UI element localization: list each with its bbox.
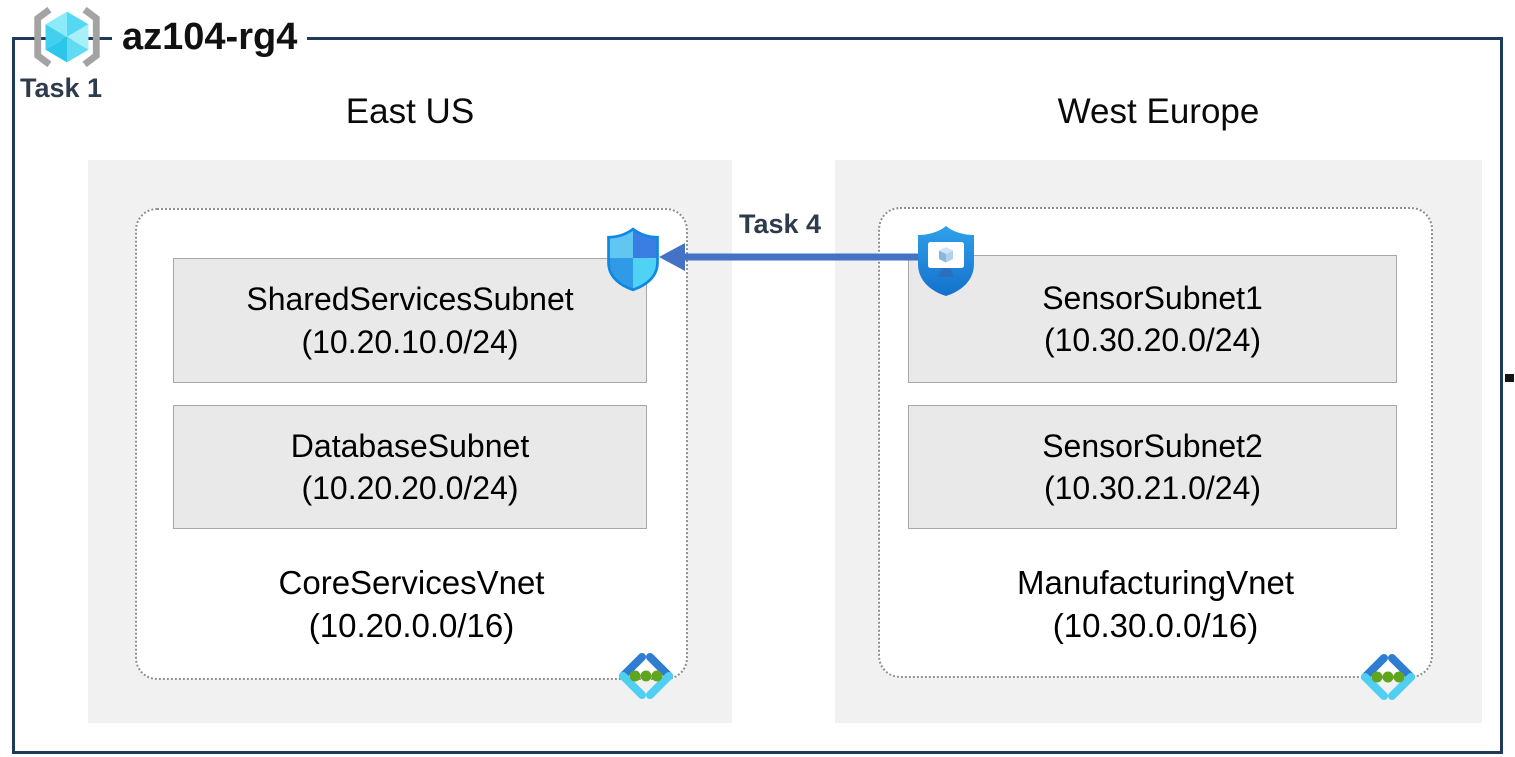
- network-security-shield-icon: [607, 227, 659, 292]
- virtual-network-icon: [619, 653, 673, 699]
- core-services-vnet-label: CoreServicesVnet (10.20.0.0/16): [135, 562, 688, 648]
- virtual-network-icon: [1361, 654, 1415, 700]
- subnet-cidr: (10.20.10.0/24): [301, 323, 519, 360]
- vnet-cidr: (10.30.0.0/16): [1052, 606, 1259, 644]
- subnet-name: SharedServicesSubnet: [246, 281, 574, 318]
- resource-group-boundary: [12, 37, 1503, 754]
- manufacturing-vnet-label: ManufacturingVnet (10.30.0.0/16): [878, 562, 1433, 648]
- subnet-cidr: (10.20.20.0/24): [301, 470, 519, 506]
- shared-services-subnet: SharedServicesSubnet (10.20.10.0/24): [173, 258, 647, 383]
- region-label-east-us: East US: [345, 92, 475, 131]
- vnet-name: CoreServicesVnet: [278, 564, 545, 601]
- database-subnet: DatabaseSubnet (10.20.20.0/24): [173, 405, 647, 529]
- task-1-label: Task 1: [20, 73, 103, 103]
- sensor-subnet-1: SensorSubnet1 (10.30.20.0/24): [908, 255, 1397, 383]
- bastion-shield-icon: [918, 226, 974, 296]
- subnet-cidr: (10.30.21.0/24): [1043, 470, 1262, 506]
- subnet-cidr: (10.30.20.0/24): [1043, 322, 1262, 358]
- subnet-name: SensorSubnet2: [1042, 427, 1263, 464]
- subnet-name: DatabaseSubnet: [290, 427, 530, 464]
- sensor-subnet-2: SensorSubnet2 (10.30.21.0/24): [908, 405, 1397, 529]
- resource-group-icon: [34, 6, 100, 68]
- edge-tick-mark: [1505, 374, 1514, 382]
- task-4-label: Task 4: [738, 209, 822, 239]
- subnet-name: SensorSubnet1: [1042, 279, 1263, 316]
- peering-arrow: [659, 243, 951, 271]
- region-label-west-europe: West Europe: [1057, 92, 1260, 131]
- vnet-cidr: (10.20.0.0/16): [308, 606, 515, 644]
- resource-group-title: az104-rg4: [112, 14, 308, 60]
- vnet-name: ManufacturingVnet: [1016, 564, 1294, 601]
